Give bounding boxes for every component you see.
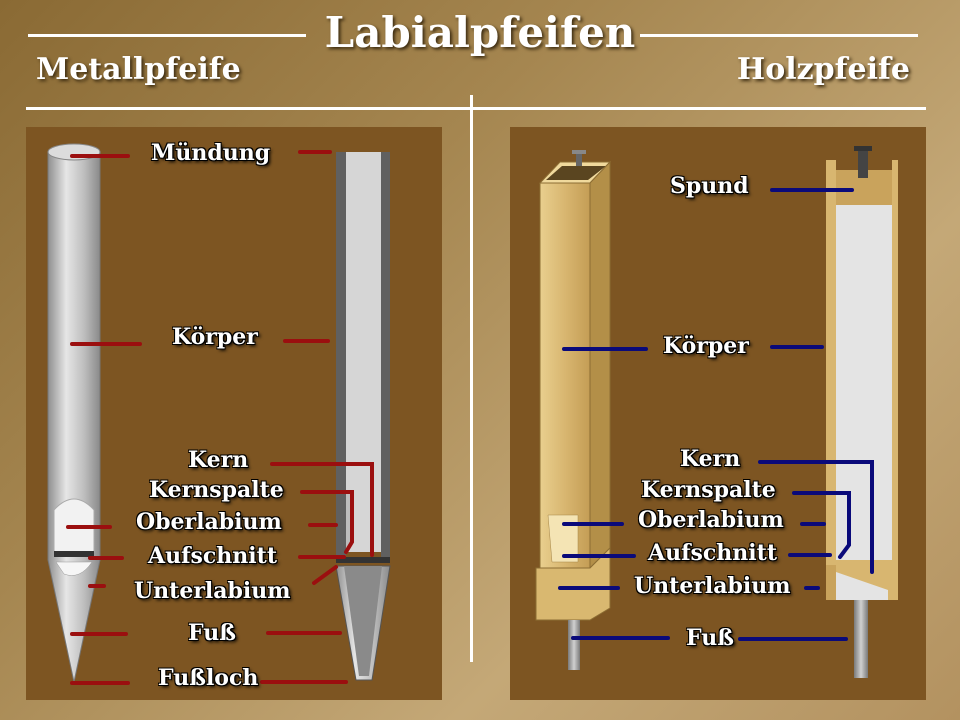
metal-pipe-exterior xyxy=(47,143,101,683)
metal-leader-lines xyxy=(66,150,374,685)
label-fussloch: Fußloch xyxy=(158,665,259,691)
label-wood-koerper: Körper xyxy=(663,333,749,359)
title-rule-left xyxy=(28,34,306,37)
wood-leader-lines xyxy=(558,188,874,641)
metal-pipe-heading: Metallpfeife xyxy=(36,52,241,87)
title-rule-right xyxy=(640,34,918,37)
label-metal-kernspalte: Kernspalte xyxy=(149,477,284,503)
metal-pipe-section xyxy=(335,152,391,681)
label-metal-aufschnitt: Aufschnitt xyxy=(148,543,277,569)
label-spund: Spund xyxy=(670,173,749,199)
label-wood-kernspalte: Kernspalte xyxy=(641,477,776,503)
label-wood-fuss: Fuß xyxy=(686,625,734,651)
label-wood-kern: Kern xyxy=(680,446,741,472)
label-wood-aufschnitt: Aufschnitt xyxy=(648,540,777,566)
label-metal-kern: Kern xyxy=(188,447,249,473)
label-wood-oberlabium: Oberlabium xyxy=(638,507,784,533)
label-metal-koerper: Körper xyxy=(172,324,258,350)
label-wood-unterlabium: Unterlabium xyxy=(634,573,791,599)
wood-pipe-heading: Holzpfeife xyxy=(736,52,910,87)
header-divider xyxy=(26,107,926,110)
label-metal-unterlabium: Unterlabium xyxy=(134,578,291,604)
label-muendung: Mündung xyxy=(151,140,271,166)
page-title: Labialpfeifen xyxy=(324,8,636,57)
center-divider xyxy=(470,95,473,662)
label-metal-oberlabium: Oberlabium xyxy=(136,509,282,535)
label-metal-fuss: Fuß xyxy=(188,620,236,646)
wood-pipe-section xyxy=(826,146,898,678)
wood-pipe-exterior xyxy=(535,150,612,670)
